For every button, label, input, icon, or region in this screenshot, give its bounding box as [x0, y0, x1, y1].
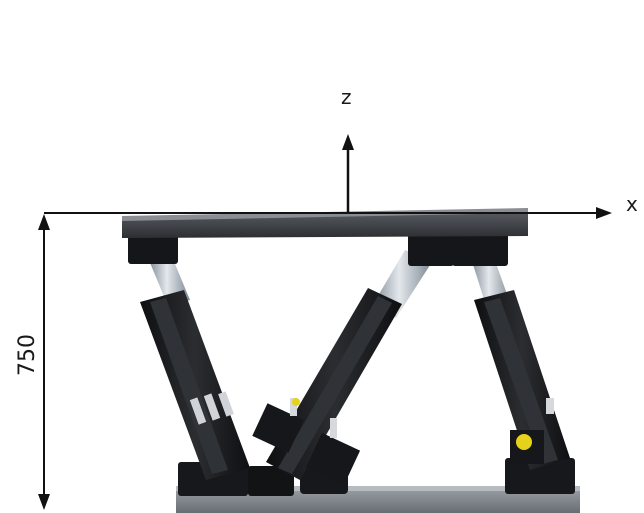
actuator-leg-right	[470, 255, 570, 470]
x-axis: x	[44, 192, 638, 219]
height-dimension: 750	[15, 214, 50, 510]
top-plate	[122, 208, 528, 238]
z-axis: z	[341, 85, 354, 212]
top-joints	[128, 228, 508, 266]
actuator-leg-center	[252, 250, 432, 486]
z-arrow-icon	[342, 134, 354, 150]
actuator-leg-left	[140, 252, 250, 480]
dimension-arrow-down-icon	[38, 494, 50, 510]
height-dimension-label: 750	[15, 334, 40, 376]
x-axis-label: x	[626, 192, 638, 216]
z-axis-label: z	[341, 85, 352, 109]
x-arrow-icon	[596, 207, 612, 219]
dimension-arrow-up-icon	[38, 214, 50, 230]
